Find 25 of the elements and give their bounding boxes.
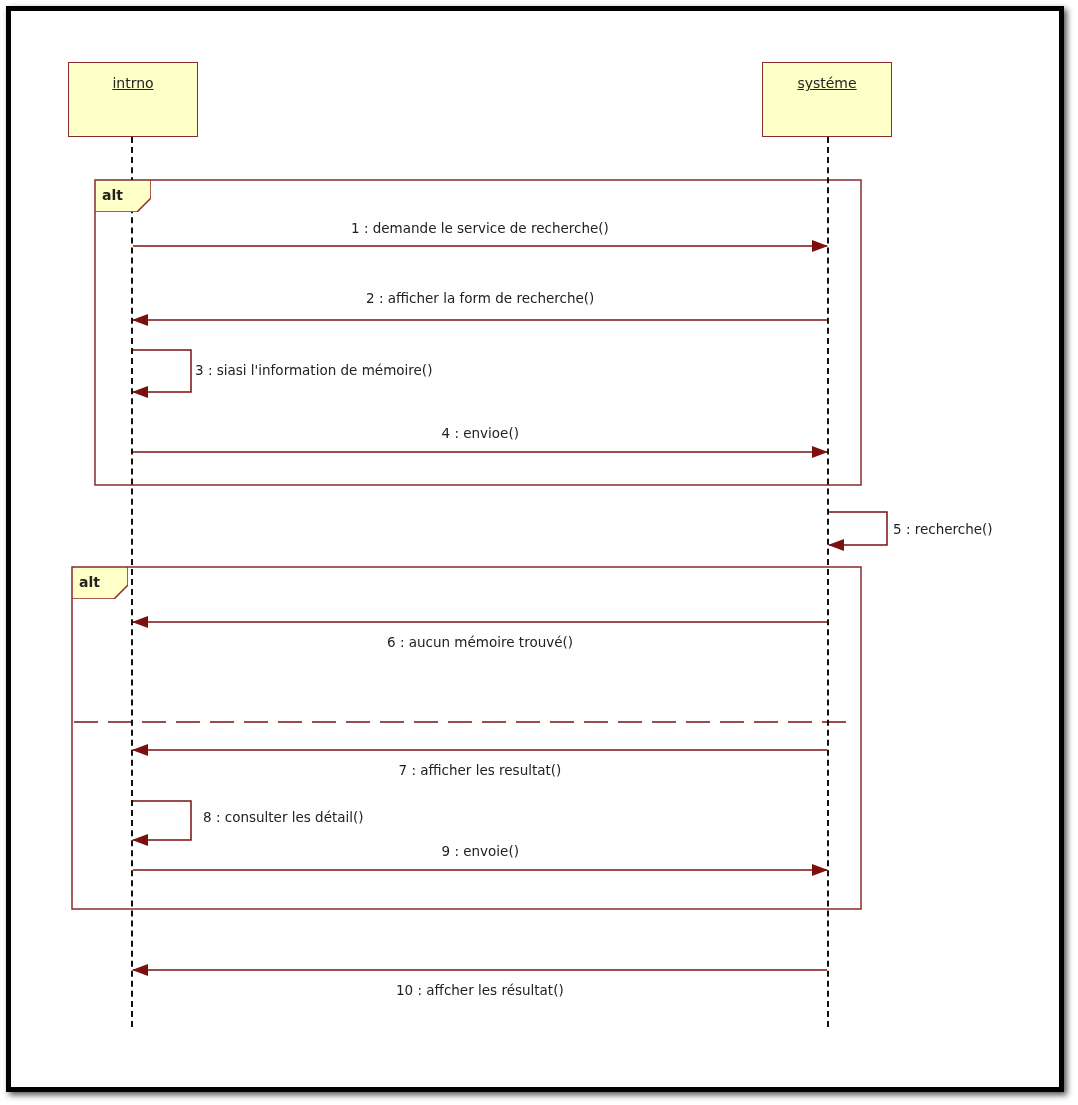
message-label: 6 : aucun mémoire trouvé() <box>387 634 574 650</box>
self-message-arrow <box>132 800 192 846</box>
message-label: 4 : envioe() <box>441 425 519 441</box>
fragment-operator-tab: alt <box>72 567 128 599</box>
lifeline <box>827 137 829 1027</box>
message-arrow <box>132 240 828 252</box>
message-label: 3 : siasi l'information de mémoire() <box>195 362 433 378</box>
fragment-operator-tab: alt <box>95 180 151 212</box>
message-label: 5 : recherche() <box>893 521 993 537</box>
message-arrow <box>132 446 828 458</box>
lifeline-head: intrno <box>68 62 198 137</box>
message-arrow <box>132 864 828 876</box>
message-arrow <box>132 744 828 756</box>
message-label: 1 : demande le service de recherche() <box>351 220 609 236</box>
message-label: 10 : affcher les résultat() <box>396 982 564 998</box>
lifeline-head: systéme <box>762 62 892 137</box>
message-label: 7 : afficher les resultat() <box>398 762 562 778</box>
message-arrow <box>132 964 828 976</box>
message-label: 8 : consulter les détail() <box>203 809 364 825</box>
message-label: 2 : afficher la form de recherche() <box>366 290 595 306</box>
self-message-arrow <box>132 349 192 398</box>
message-label: 9 : envoie() <box>441 843 519 859</box>
message-arrow <box>132 616 828 628</box>
message-arrow <box>132 314 828 326</box>
self-message-arrow <box>828 511 888 551</box>
